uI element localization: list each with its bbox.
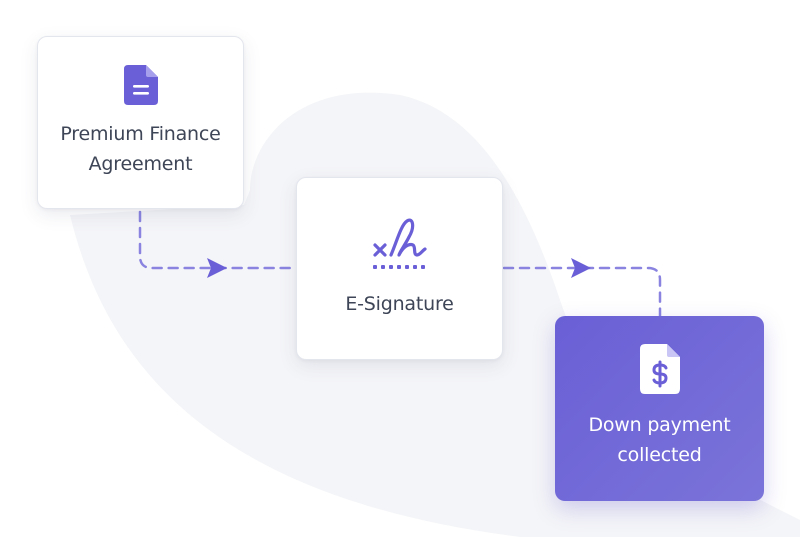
arrow-head-icon	[207, 258, 227, 278]
signature-icon	[372, 218, 427, 269]
arrow-head-icon	[571, 258, 591, 278]
document-icon	[123, 65, 158, 105]
step-label: collected	[617, 444, 702, 466]
step-card-payment: Down payment collected	[555, 316, 764, 501]
invoice-dollar-icon	[639, 344, 680, 394]
step-label: E-Signature	[345, 293, 454, 315]
step-label: Down payment	[588, 414, 731, 436]
connector-signature-to-payment	[502, 266, 662, 318]
step-label: Agreement	[88, 153, 193, 175]
step-card-signature: E-Signature	[296, 177, 503, 360]
step-label: Premium Finance	[60, 123, 221, 145]
step-card-agreement: Premium Finance Agreement	[37, 36, 244, 209]
connector-agreement-to-signature	[138, 210, 298, 270]
